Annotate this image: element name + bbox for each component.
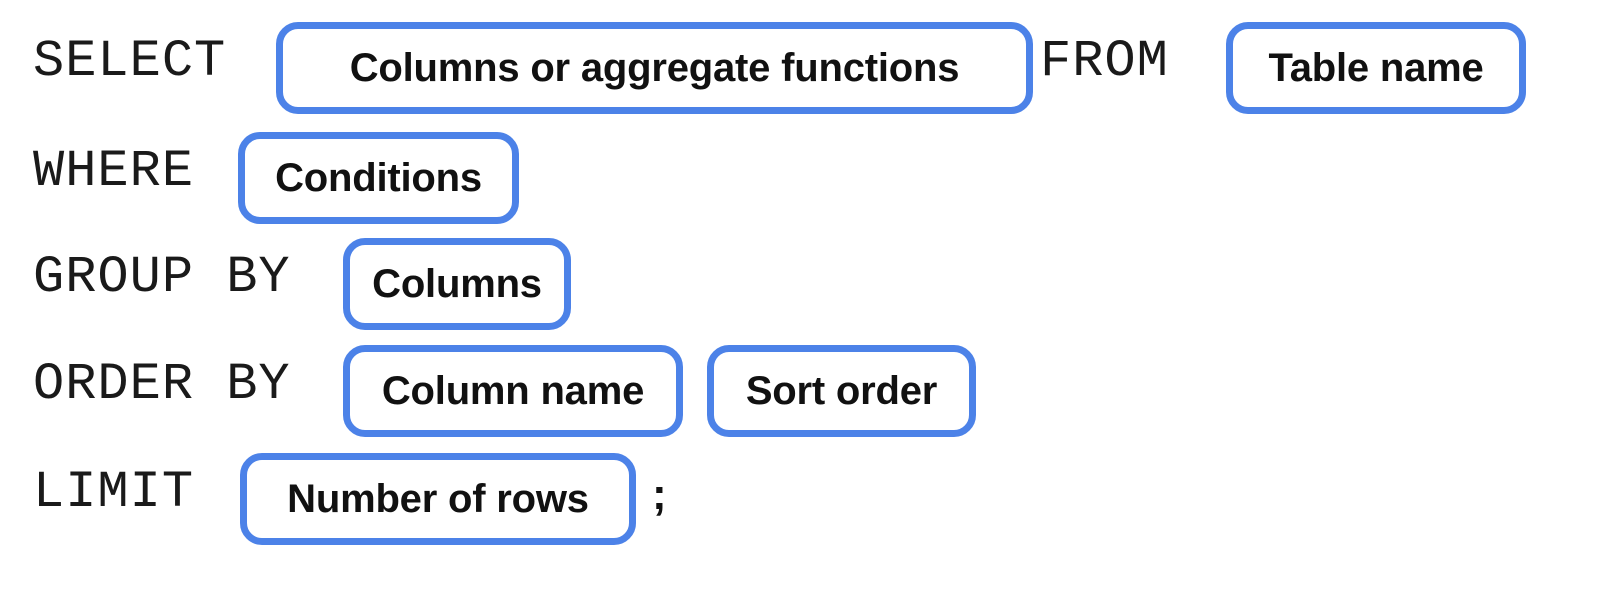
placeholder-conditions[interactable]: Conditions [238, 132, 519, 224]
placeholder-number-of-rows[interactable]: Number of rows [240, 453, 636, 545]
keyword-limit: LIMIT [33, 463, 195, 522]
placeholder-label: Columns [372, 262, 542, 306]
clause-row-order-by: ORDER BY Column name Sort order [0, 345, 1600, 437]
keyword-group-by: GROUP BY [33, 248, 291, 307]
placeholder-label: Column name [381, 369, 645, 413]
placeholder-label: Table name [1268, 46, 1484, 90]
clause-row-limit: LIMIT Number of rows ; [0, 453, 1600, 545]
statement-terminator-semicolon: ; [652, 470, 667, 519]
placeholder-label: Conditions [275, 156, 482, 200]
placeholder-group-by-columns[interactable]: Columns [343, 238, 571, 330]
clause-row-select: SELECT Columns or aggregate functions FR… [0, 22, 1600, 114]
clause-row-where: WHERE Conditions [0, 132, 1600, 224]
placeholder-table-name[interactable]: Table name [1226, 22, 1526, 114]
placeholder-sort-order[interactable]: Sort order [707, 345, 976, 437]
placeholder-columns-or-aggregate-functions[interactable]: Columns or aggregate functions [276, 22, 1033, 114]
keyword-select: SELECT [33, 32, 227, 91]
clause-row-group-by: GROUP BY Columns [0, 238, 1600, 330]
keyword-where: WHERE [33, 142, 195, 201]
keyword-from: FROM [1040, 32, 1169, 91]
keyword-order-by: ORDER BY [33, 355, 291, 414]
placeholder-label: Sort order [745, 369, 938, 413]
placeholder-label: Number of rows [287, 477, 589, 521]
placeholder-order-by-column-name[interactable]: Column name [343, 345, 683, 437]
placeholder-label: Columns or aggregate functions [349, 46, 960, 90]
